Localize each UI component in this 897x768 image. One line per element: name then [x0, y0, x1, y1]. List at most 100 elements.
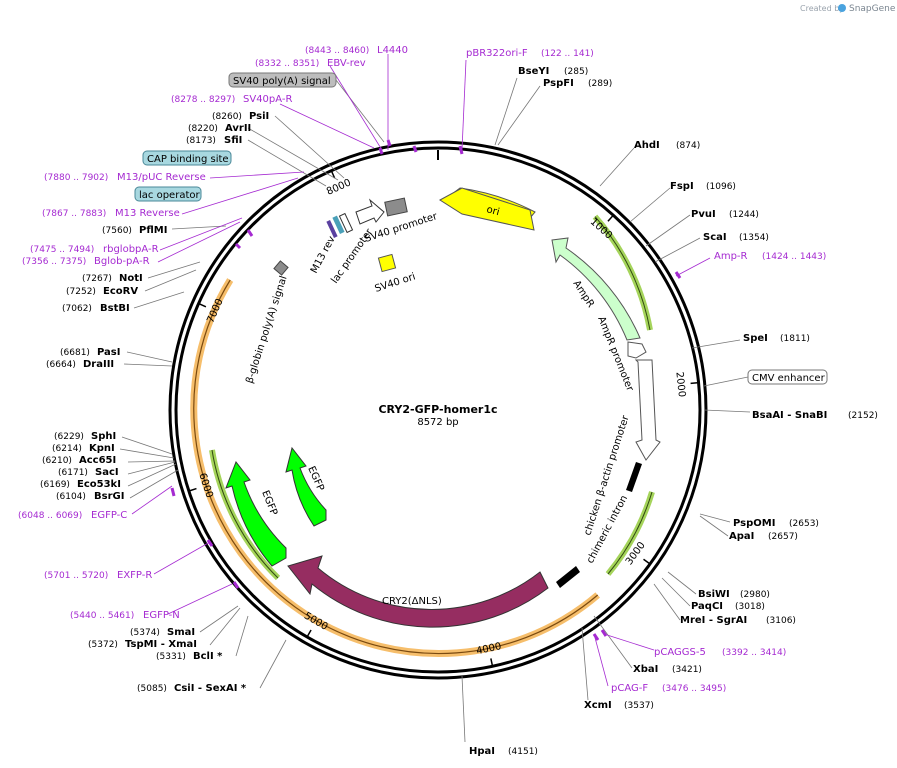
- enzyme-position: (3106): [766, 616, 796, 626]
- enzyme-position: (6681): [60, 348, 90, 358]
- plasmid-length: 8572 bp: [417, 417, 458, 428]
- primer-range: (5701 .. 5720): [44, 571, 108, 581]
- enzyme-label: PvuI: [691, 209, 716, 220]
- primer-label: pCAG-F: [611, 683, 648, 694]
- enzyme-position: (6664): [46, 360, 76, 370]
- enzyme-position: (1811): [780, 334, 810, 344]
- primer-range: (7475 .. 7494): [30, 245, 94, 255]
- enzyme-position: (6229): [54, 432, 84, 442]
- enzyme-label: KpnI: [89, 443, 115, 454]
- enzyme-position: (8260): [212, 112, 242, 122]
- lac-operator-box-label: lac operator: [139, 190, 200, 201]
- enzyme-label: BstBI: [100, 303, 130, 314]
- cmv-leader-line: [703, 376, 749, 387]
- enzyme-label: BsaAI - SnaBI: [752, 410, 827, 421]
- sv40-ori-label: SV40 ori: [374, 271, 417, 294]
- enzyme-label: XcmI: [584, 700, 612, 711]
- enzyme-label: EcoRV: [103, 286, 138, 297]
- enzyme-position: (6171): [58, 468, 88, 478]
- enzyme-position: (2152): [848, 411, 878, 421]
- sv40-promoter-arrow: [355, 198, 385, 225]
- tick-mark: [189, 487, 197, 492]
- enzyme-leader-lines: [119, 77, 751, 743]
- enzyme-label: NotI: [119, 273, 143, 284]
- enzyme-position: (6169): [40, 480, 70, 490]
- tick-label: 6000: [196, 472, 214, 500]
- primer-range: (8332 .. 8351): [255, 59, 319, 69]
- primer-label-layer: (8443 .. 8460) L4440 pBR322ori-F (122 ..…: [18, 45, 826, 694]
- ori-feature-body: [439, 187, 535, 231]
- enzyme-label: PaqCI: [691, 601, 723, 612]
- enzyme-label: PspFI: [543, 78, 574, 89]
- enzyme-position: (289): [588, 79, 612, 89]
- enzyme-label: PsiI: [249, 111, 269, 122]
- tick-label: 7000: [205, 297, 225, 325]
- enzyme-label-layer: BseYI (285) PspFI (289) AhdI (874) FspI …: [40, 66, 878, 757]
- cmv-enhancer-box-label: CMV enhancer: [752, 373, 826, 384]
- enzyme-position: (3537): [624, 701, 654, 711]
- sv40-polya-marker: [384, 197, 408, 217]
- intron-green-band-core: [607, 491, 653, 575]
- primer-label: M13/pUC Reverse: [117, 172, 206, 183]
- enzyme-label: Eco53kI: [77, 479, 121, 490]
- primer-label: pBR322ori-F: [466, 48, 528, 59]
- primer-label: pCAGGS-5: [654, 647, 706, 658]
- primer-label: SV40pA-R: [243, 94, 292, 105]
- enzyme-label: DraIII: [83, 359, 114, 370]
- enzyme-position: (1354): [739, 233, 769, 243]
- plasmid-name: CRY2-GFP-homer1c: [378, 403, 497, 416]
- enzyme-position: (5085): [137, 684, 167, 694]
- enzyme-position: (3421): [672, 665, 702, 675]
- enzyme-position: (2980): [740, 590, 770, 600]
- cry2-feature-arrow: [287, 555, 549, 628]
- enzyme-label: XbaI: [633, 664, 658, 675]
- ampr-green-band-core: [594, 216, 651, 331]
- egfp-outer-label: EGFP: [259, 489, 279, 517]
- orange-feature-band-core: [193, 279, 599, 655]
- m13-rev-marker: [326, 219, 338, 239]
- enzyme-label: BclI *: [193, 651, 223, 662]
- enzyme-label: SfiI: [224, 135, 242, 146]
- enzyme-position: (7560): [102, 226, 132, 236]
- enzyme-position: (7062): [62, 304, 92, 314]
- enzyme-position: (6210): [42, 456, 72, 466]
- m13-rev-label: M13 rev: [309, 234, 338, 275]
- enzyme-position: (5374): [130, 628, 160, 638]
- primer-label: L4440: [377, 45, 408, 56]
- ori-label: ori: [485, 204, 500, 218]
- enzyme-position: (4151): [508, 747, 538, 757]
- egfp-green-band-core: [211, 449, 279, 579]
- enzyme-label: Acc65I: [79, 455, 116, 466]
- enzyme-label: PflMI: [139, 225, 167, 236]
- primer-label: EGFP-C: [91, 510, 127, 521]
- tick-mark: [306, 629, 312, 637]
- enzyme-label: FspI: [670, 181, 694, 192]
- enzyme-label: ApaI: [729, 531, 754, 542]
- lac-promoter-marker: [338, 212, 354, 234]
- backbone-inner-ring: [174, 146, 702, 674]
- primer-range: (3476 .. 3495): [662, 684, 726, 694]
- cry2-label: CRY2(ΔNLS): [382, 596, 442, 607]
- enzyme-label: SacI: [95, 467, 119, 478]
- enzyme-position: (7252): [66, 287, 96, 297]
- credit-prefix: Created by: [800, 4, 844, 13]
- enzyme-label: BsrGI: [94, 491, 124, 502]
- primer-markers: [170, 139, 682, 641]
- enzyme-position: (7267): [82, 274, 112, 284]
- primer-leader-lines: [131, 54, 711, 687]
- ampr-feature-arrow: [551, 237, 641, 341]
- credit-brand: SnapGene: [849, 4, 896, 14]
- egfp-outer-arrow: [225, 460, 287, 567]
- primer-range: (8278 .. 8297): [171, 95, 235, 105]
- enzyme-label: PasI: [97, 347, 120, 358]
- enzyme-label: SmaI: [167, 627, 195, 638]
- primer-range: (6048 .. 6069): [18, 511, 82, 521]
- enzyme-position: (3018): [735, 602, 765, 612]
- enzyme-label: TspMI - XmaI: [125, 639, 197, 650]
- primer-range: (122 .. 141): [541, 49, 594, 59]
- sv40-ori-marker: [377, 253, 397, 273]
- enzyme-label: PspOMI: [733, 518, 775, 529]
- enzyme-label: CsiI - SexAI *: [174, 683, 247, 694]
- enzyme-position: (8220): [188, 124, 218, 134]
